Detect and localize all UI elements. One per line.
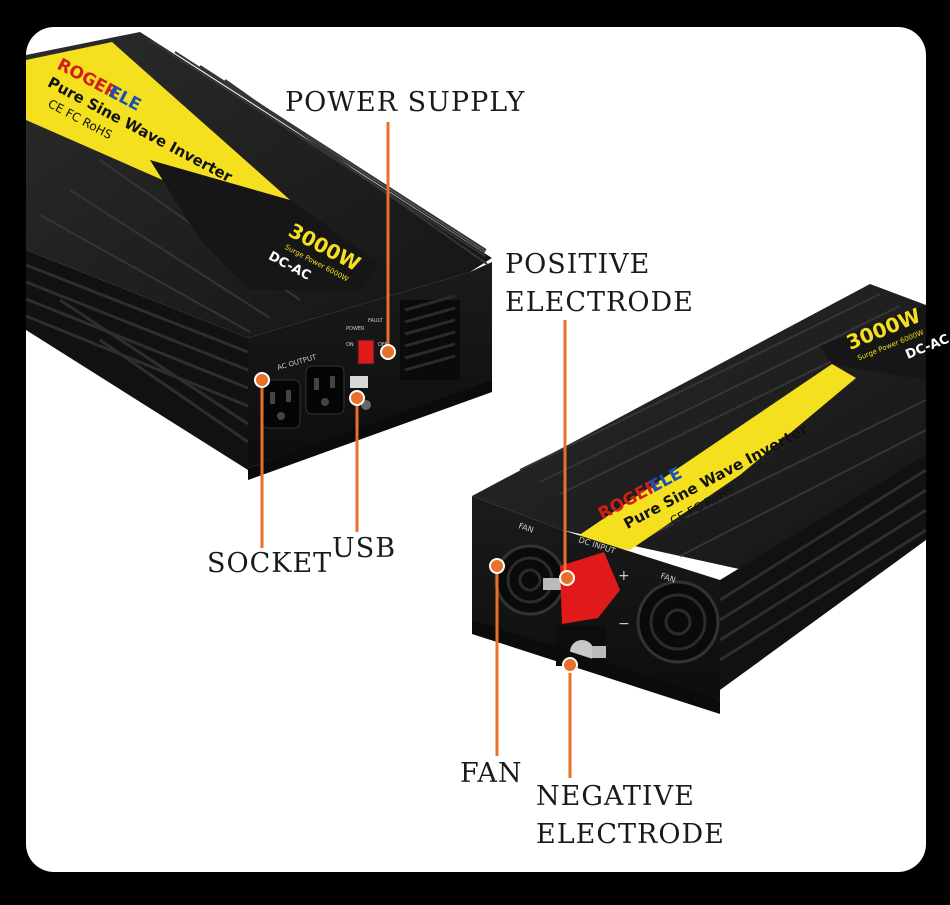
negative-label-line1: NEGATIVE: [536, 781, 695, 812]
usb-label: USB: [332, 533, 397, 564]
usb-port: [350, 376, 368, 388]
socket-label: SOCKET: [207, 548, 333, 579]
fan-label: FAN: [460, 758, 523, 789]
brand-label-panel: [26, 42, 290, 214]
callout-negative-electrode: NEGATIVE ELECTRODE: [536, 778, 725, 854]
power-switch: [357, 339, 375, 365]
positive-dot: [559, 570, 575, 586]
fan-dot: [489, 558, 505, 574]
callout-fan: FAN: [460, 755, 523, 793]
callout-usb: USB: [332, 530, 396, 568]
callout-socket: SOCKET: [207, 545, 332, 583]
positive-terminal: [560, 552, 620, 624]
power-led-text: POWER: [346, 326, 365, 332]
minus-sign: −: [618, 616, 630, 632]
positive-label-line2: ELECTRODE: [505, 287, 694, 318]
inverter-front-view: [25, 32, 492, 480]
power-supply-label: POWER SUPPLY: [285, 87, 526, 118]
callout-positive-electrode: POSITIVE ELECTRODE: [505, 246, 694, 322]
ac-socket-left: [261, 379, 301, 429]
off-text: OFF: [378, 342, 388, 348]
power-supply-dot: [380, 344, 396, 360]
fan-right: [636, 580, 720, 664]
ac-socket-right: [305, 365, 345, 415]
callout-power-supply: POWER SUPPLY: [285, 84, 525, 122]
fault-led-text: FAULT: [368, 318, 384, 324]
plus-sign: +: [618, 568, 630, 584]
brand-label-panel-2: [572, 364, 856, 550]
usb-dot: [349, 390, 365, 406]
negative-label-line2: ELECTRODE: [536, 819, 725, 850]
inverter-rear-view: [472, 284, 927, 714]
socket-dot: [254, 372, 270, 388]
on-text: ON: [346, 342, 354, 348]
negative-dot: [562, 657, 578, 673]
positive-label-line1: POSITIVE: [505, 249, 651, 280]
